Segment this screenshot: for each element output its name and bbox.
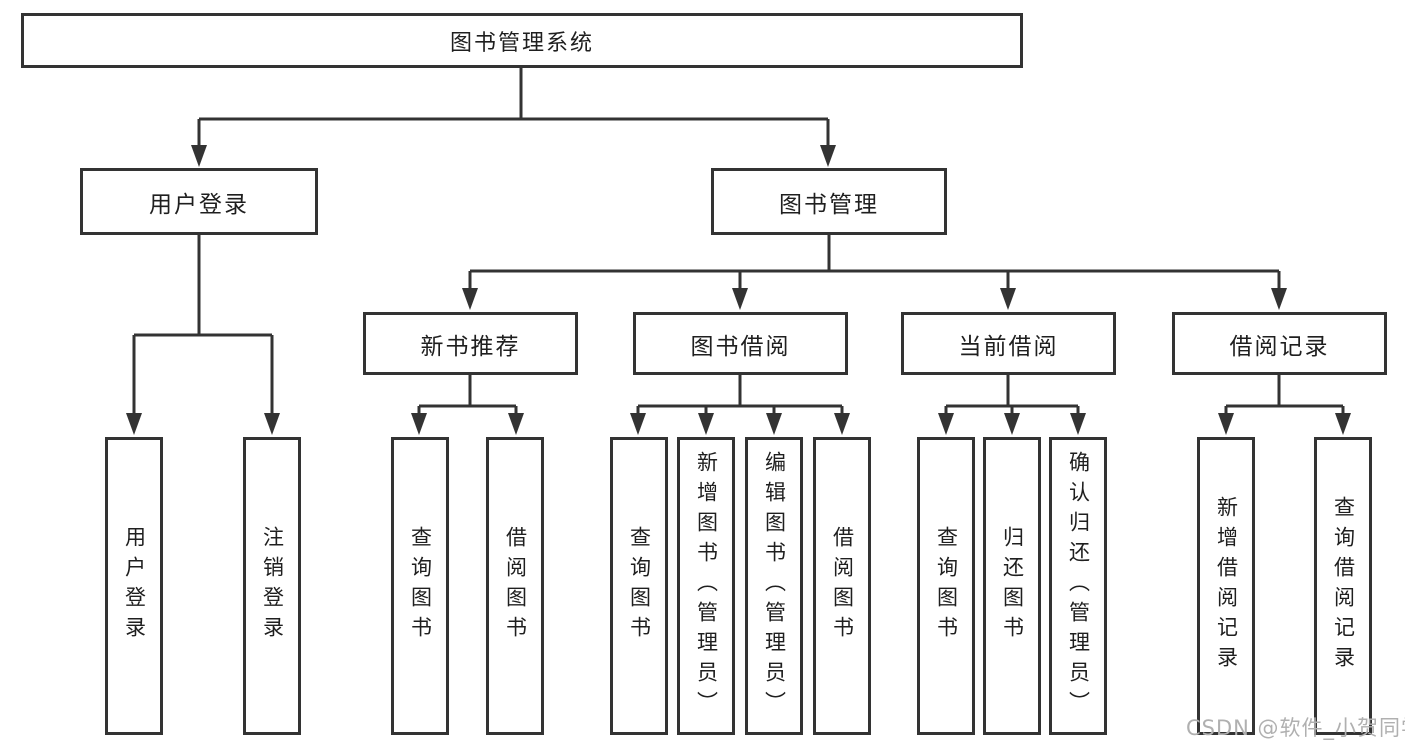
leaf-return-books: 归还图书: [983, 437, 1041, 735]
leaf-query-borrow-record-label: 查询借阅记录: [1331, 496, 1356, 676]
node-root: 图书管理系统: [21, 13, 1023, 68]
node-user-login-label: 用户登录: [149, 191, 249, 218]
leaf-user-login: 用户登录: [105, 437, 163, 735]
leaf-query-books-current: 查询图书: [917, 437, 975, 735]
node-borrowing-records-label: 借阅记录: [1229, 333, 1330, 360]
leaf-return-books-label: 归还图书: [1000, 526, 1025, 646]
leaf-add-borrow-record-label: 新增借阅记录: [1214, 496, 1239, 676]
node-user-login: 用户登录: [80, 168, 318, 235]
watermark: CSDN @软件_小贺同学: [1186, 716, 1405, 740]
node-book-management: 图书管理: [711, 168, 947, 235]
leaf-query-books-borrowing: 查询图书: [610, 437, 668, 735]
leaf-borrow-books-recommend: 借阅图书: [486, 437, 544, 735]
leaf-borrow-books-recommend-label: 借阅图书: [503, 526, 528, 646]
node-current-borrowing-label: 当前借阅: [958, 333, 1059, 360]
leaf-query-books-borrowing-label: 查询图书: [627, 526, 652, 646]
leaf-logout-label: 注销登录: [260, 526, 285, 646]
leaf-add-books-admin-label: 新增图书（管理员）: [694, 451, 719, 721]
leaf-query-books-current-label: 查询图书: [934, 526, 959, 646]
leaf-add-books-admin: 新增图书（管理员）: [677, 437, 735, 735]
leaf-user-login-label: 用户登录: [122, 526, 147, 646]
leaf-confirm-return-admin: 确认归还（管理员）: [1049, 437, 1107, 735]
leaf-add-borrow-record: 新增借阅记录: [1197, 437, 1255, 735]
leaf-query-borrow-record: 查询借阅记录: [1314, 437, 1372, 735]
node-new-book-recommendation-label: 新书推荐: [420, 333, 521, 360]
leaf-confirm-return-admin-label: 确认归还（管理员）: [1066, 451, 1091, 721]
leaf-logout: 注销登录: [243, 437, 301, 735]
node-borrowing-records: 借阅记录: [1172, 312, 1387, 375]
node-new-book-recommendation: 新书推荐: [363, 312, 578, 375]
leaf-edit-books-admin-label: 编辑图书（管理员）: [762, 451, 787, 721]
node-book-borrowing: 图书借阅: [633, 312, 848, 375]
leaf-query-books-recommend-label: 查询图书: [408, 526, 433, 646]
leaf-query-books-recommend: 查询图书: [391, 437, 449, 735]
node-book-borrowing-label: 图书借阅: [690, 333, 791, 360]
node-book-management-label: 图书管理: [779, 191, 879, 218]
node-current-borrowing: 当前借阅: [901, 312, 1116, 375]
leaf-borrow-books-borrowing: 借阅图书: [813, 437, 871, 735]
node-root-label: 图书管理系统: [449, 30, 594, 56]
leaf-edit-books-admin: 编辑图书（管理员）: [745, 437, 803, 735]
leaf-borrow-books-borrowing-label: 借阅图书: [830, 526, 855, 646]
